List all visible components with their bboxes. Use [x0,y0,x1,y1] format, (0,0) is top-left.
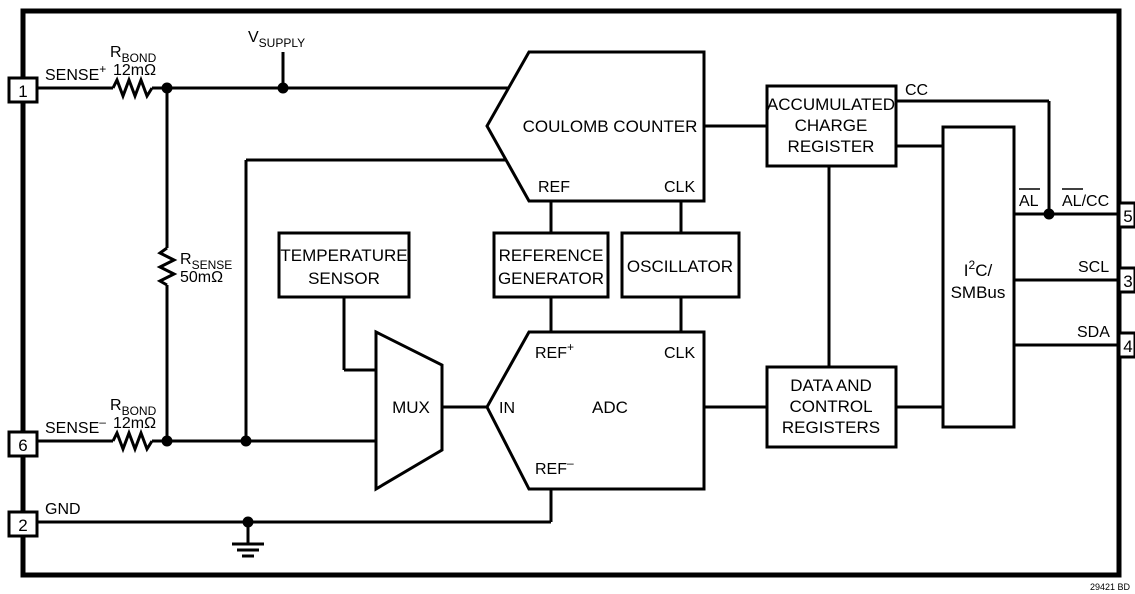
oscillator-block [620,231,741,299]
i2c-title-1: I2C/ [964,258,993,280]
rbond-2-label: RBOND [110,397,157,418]
rbond-1-label: RBOND [110,44,157,65]
mux-title: MUX [392,398,430,417]
rbond-1-value: 12mΩ [113,62,156,79]
junction-dot [277,82,289,94]
pin-4-box [1117,331,1135,359]
acc-register-title-3: REGISTER [788,137,875,156]
sense-minus-label: SENSE– [45,415,106,437]
rbond-2-value: 12mΩ [113,415,156,432]
data-registers-title-3: REGISTERS [782,418,880,437]
oscillator-title: OSCILLATOR [627,257,733,276]
pin-6-number: 6 [18,436,27,455]
pin-1-box [7,76,39,104]
adc-title: ADC [592,398,628,417]
pin-4-number: 4 [1123,337,1132,356]
junction-dot [161,435,173,447]
reference-generator-title-1: REFERENCE [499,246,604,265]
reference-generator-block [492,231,610,299]
pin-3-number: 3 [1123,272,1132,291]
junction-dot [1043,208,1055,220]
pin-3-box [1117,266,1135,294]
rsense-label: RSENSE [180,251,232,272]
i2c-smbus-block [941,125,1016,429]
ref-minus-label: REF– [535,456,574,478]
mux-block [374,329,444,492]
sda-label: SDA [1077,324,1110,341]
rsense-value: 50mΩ [180,269,223,286]
acc-register-title-1: ACCUMULATED [767,95,895,114]
junction-dot [242,516,254,528]
pin-1-number: 1 [18,82,27,101]
scl-label: SCL [1078,259,1109,276]
temperature-sensor-title-1: TEMPERATURE [280,246,407,265]
pin-2-box [7,510,39,538]
clk-label-adc: CLK [664,345,695,362]
pin-6-box [7,430,39,458]
ref-label: REF [538,179,570,196]
al-cc-label: AL/CC [1062,193,1109,210]
acc-register-title-2: CHARGE [795,116,868,135]
coulomb-counter-block [485,50,706,203]
temperature-sensor-title-2: SENSOR [308,269,380,288]
cc-label: CC [905,82,928,99]
data-control-registers-block [765,365,898,449]
wires [37,52,1119,558]
sense-plus-label: SENSE+ [45,62,106,84]
junction-dot [161,82,173,94]
gnd-label: GND [45,501,81,518]
clk-label-counter: CLK [664,179,695,196]
al-label: AL [1019,193,1039,210]
reference-generator-title-2: GENERATOR [498,269,604,288]
adc-block [485,330,706,491]
data-registers-title-2: CONTROL [789,397,872,416]
ref-plus-label: REF+ [535,340,574,362]
i2c-title-2: SMBus [951,283,1006,302]
junctions [161,82,1055,528]
accumulated-charge-register-block [765,84,898,168]
junction-dot [240,435,252,447]
pin-5-box [1117,201,1135,229]
pin-2-number: 2 [18,516,27,535]
pin-5-number: 5 [1123,207,1132,226]
temperature-sensor-block [277,231,411,299]
coulomb-counter-title: COULOMB COUNTER [523,117,698,136]
data-registers-title-1: DATA AND [790,376,872,395]
figure-code: 29421 BD [1090,582,1131,592]
vsupply-label: VSUPPLY [248,29,305,50]
in-label: IN [499,400,515,417]
